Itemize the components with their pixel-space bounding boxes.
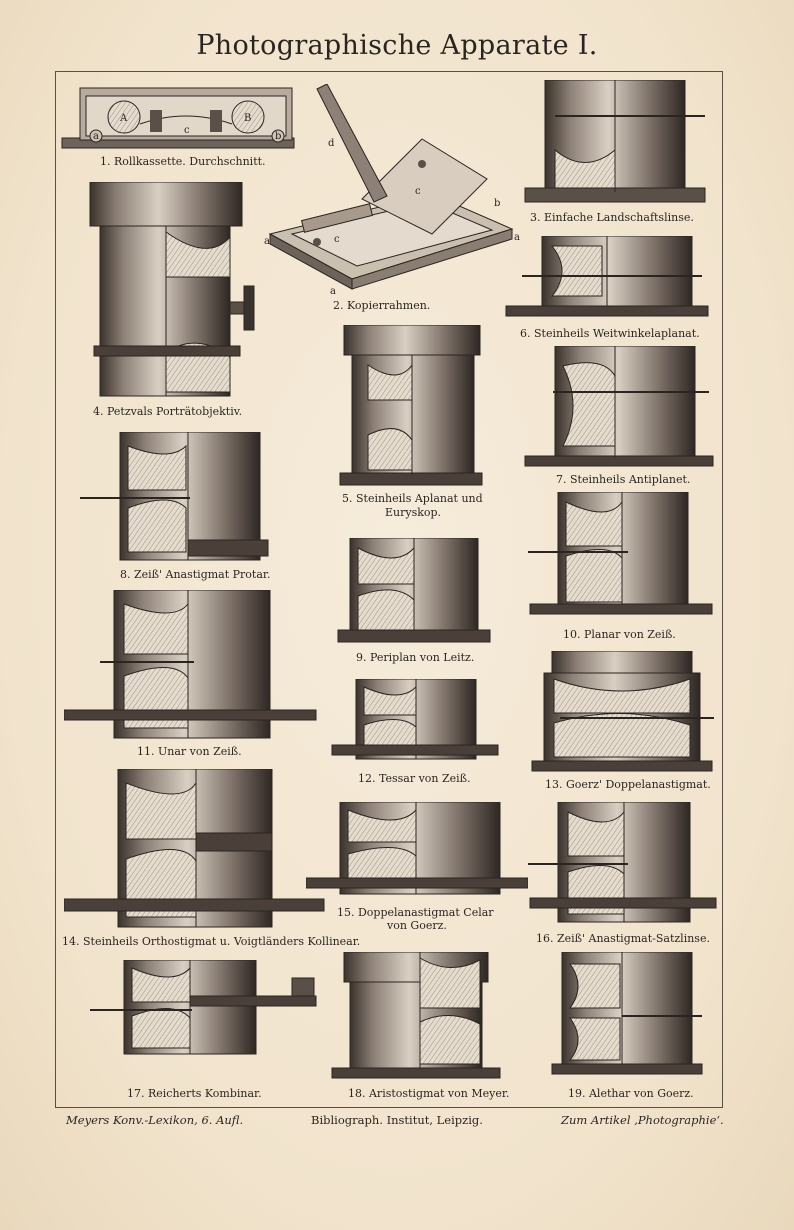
figure-planar xyxy=(528,492,714,620)
figure-landschaftslinse xyxy=(515,80,713,206)
caption-figure-18: 18. Aristostigmat von Meyer. xyxy=(348,1087,510,1100)
figure-alethar xyxy=(550,952,706,1080)
caption-figure-5-line2: Euryskop. xyxy=(385,506,442,519)
figure-kombinar xyxy=(88,960,320,1060)
caption-figure-6: 6. Steinheils Weitwinkelaplanat. xyxy=(520,327,700,340)
figure-kopierrahmen: a a a b c c d xyxy=(262,84,524,294)
figure-protar xyxy=(80,432,270,564)
caption-figure-14: 14. Steinheils Orthostigmat u. Voigtländ… xyxy=(62,935,361,948)
caption-figure-10: 10. Planar von Zeiß. xyxy=(563,628,676,641)
caption-figure-1: 1. Rollkassette. Durchschnitt. xyxy=(100,155,266,168)
label-c: c xyxy=(184,125,190,136)
caption-figure-15-line2: von Goerz. xyxy=(387,919,447,932)
label-a-right: a xyxy=(514,232,520,243)
figure-petzval xyxy=(88,182,258,402)
label-b: b xyxy=(275,131,281,142)
caption-figure-3: 3. Einfache Landschaftslinse. xyxy=(530,211,694,224)
label-a: a xyxy=(93,131,99,142)
figure-aplanat xyxy=(338,325,484,487)
figure-antiplanet xyxy=(523,346,715,470)
caption-figure-5-line1: 5. Steinheils Aplanat und xyxy=(342,492,483,505)
figure-weitwinkelaplanat xyxy=(502,236,712,322)
caption-figure-17: 17. Reicherts Kombinar. xyxy=(127,1087,262,1100)
label-b: b xyxy=(494,198,500,209)
label-B: B xyxy=(244,113,251,124)
label-a-bottom: a xyxy=(330,286,336,294)
figure-aristostigmat xyxy=(330,952,502,1080)
plate-frame xyxy=(55,71,723,1108)
caption-figure-2: 2. Kopierrahmen. xyxy=(333,299,431,312)
label-c-lower: c xyxy=(334,234,340,245)
label-d: d xyxy=(328,138,335,149)
figure-unar xyxy=(64,590,318,742)
caption-figure-16: 16. Zeiß' Anastigmat-Satzlinse. xyxy=(536,932,710,945)
figure-celar xyxy=(306,802,528,902)
footer-left: Meyers Konv.-Lexikon, 6. Aufl. xyxy=(66,1113,244,1127)
figure-periplan xyxy=(336,538,492,646)
caption-figure-7: 7. Steinheils Antiplanet. xyxy=(556,473,691,486)
caption-figure-11: 11. Unar von Zeiß. xyxy=(137,745,242,758)
caption-figure-15-line1: 15. Doppelanastigmat Celar xyxy=(337,906,494,919)
footer-right: Zum Artikel ‚Photographie‘. xyxy=(561,1113,724,1127)
caption-figure-9: 9. Periplan von Leitz. xyxy=(356,651,475,664)
figure-tessar xyxy=(330,679,500,767)
footer-center: Bibliograph. Institut, Leipzig. xyxy=(311,1113,483,1127)
label-c-upper: c xyxy=(415,186,421,197)
label-A: A xyxy=(119,113,128,124)
label-a-left: a xyxy=(264,236,270,247)
caption-figure-19: 19. Alethar von Goerz. xyxy=(568,1087,694,1100)
figure-doppelanastigmat xyxy=(530,651,714,775)
figure-rollkassette: A B a b c xyxy=(60,84,296,152)
caption-figure-13: 13. Goerz' Doppelanastigmat. xyxy=(545,778,711,791)
page-title: Photographische Apparate I. xyxy=(196,30,598,61)
caption-figure-4: 4. Petzvals Porträtobjektiv. xyxy=(93,405,243,418)
figure-satzlinse xyxy=(528,802,718,930)
caption-figure-12: 12. Tessar von Zeiß. xyxy=(358,772,471,785)
figure-orthostigmat xyxy=(64,769,326,931)
caption-figure-8: 8. Zeiß' Anastigmat Protar. xyxy=(120,568,271,581)
